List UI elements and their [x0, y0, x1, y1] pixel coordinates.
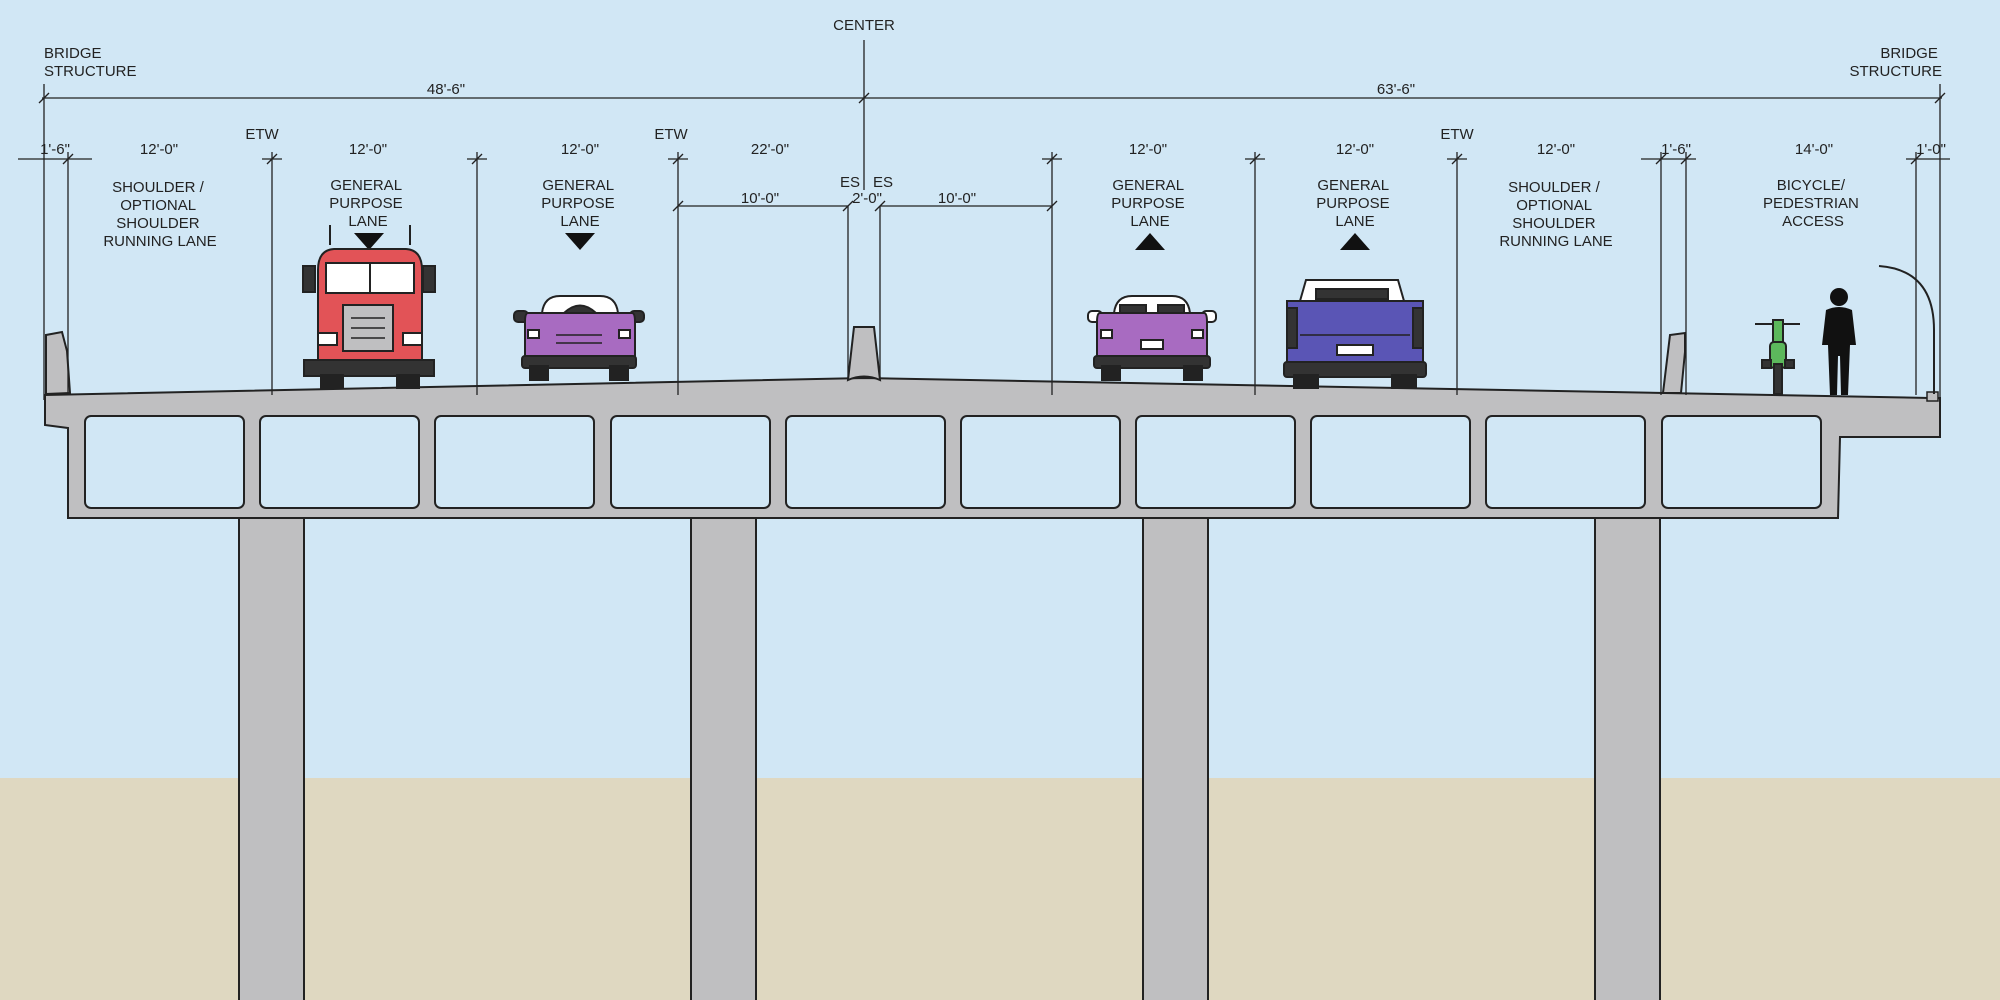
- direction-arrow-up-icon: [1135, 233, 1165, 250]
- dimension-tick: [1046, 200, 1058, 212]
- deck-cells: [84, 415, 1822, 509]
- lane-width-label: 12'-0": [561, 141, 599, 158]
- deck-cell: [1135, 415, 1296, 509]
- deck-cell: [259, 415, 420, 509]
- deck-cell: [434, 415, 595, 509]
- lane-width-label: 12'-0": [1129, 141, 1167, 158]
- deck-cell: [84, 415, 245, 509]
- bicycle-icon: [1755, 319, 1800, 395]
- deck-cell: [1310, 415, 1471, 509]
- lane-width-label: 12'-0": [1537, 141, 1575, 158]
- left-bridge-structure-label: BRIDGE STRUCTURE: [44, 45, 137, 80]
- etw-label: ETW: [654, 126, 688, 143]
- lane-width-label: 1'-0": [1916, 141, 1946, 158]
- right-rail-post: [1926, 391, 1939, 402]
- etw-label: ETW: [1440, 126, 1474, 143]
- light-pole: [1878, 265, 1935, 394]
- median-barrier: [846, 326, 882, 382]
- pier: [238, 517, 305, 1000]
- right-shoulder-label: SHOULDER / OPTIONAL SHOULDER RUNNING LAN…: [1499, 179, 1612, 250]
- pickup-truck-icon: [1283, 279, 1427, 389]
- lane-width-label: 12'-0": [1336, 141, 1374, 158]
- bike-ped-label: BICYCLE/ PEDESTRIAN ACCESS: [1763, 177, 1863, 230]
- ground: [0, 778, 2000, 1000]
- dimension-lines: [18, 40, 1950, 400]
- es-right-label: ES: [873, 174, 893, 191]
- overall-right-width: 63'-6": [1377, 81, 1415, 98]
- gp-lane-1-label: GENERAL PURPOSE LANE: [329, 177, 407, 230]
- gp-lane-3-label: GENERAL PURPOSE LANE: [1111, 177, 1189, 230]
- deck-cell: [610, 415, 771, 509]
- lane-width-label: 12'-0": [140, 141, 178, 158]
- pier: [1594, 517, 1661, 1000]
- deck-cell: [1485, 415, 1646, 509]
- left-barrier: [45, 330, 72, 396]
- deck-cell: [1661, 415, 1822, 509]
- lane-width-label: 12'-0": [349, 141, 387, 158]
- dimension-tick: [858, 92, 870, 104]
- gp-lane-2-label: GENERAL PURPOSE LANE: [541, 177, 619, 230]
- car-icon: [513, 295, 645, 381]
- direction-arrow-down-icon: [565, 233, 595, 250]
- median-barrier-width: 2'-0": [852, 190, 882, 207]
- median-right-width: 10'-0": [938, 190, 976, 207]
- es-left-label: ES: [840, 174, 860, 191]
- pier: [1142, 517, 1209, 1000]
- pier: [690, 517, 757, 1000]
- deck-cell: [785, 415, 946, 509]
- etw-label: ETW: [245, 126, 279, 143]
- right-barrier: [1661, 331, 1686, 394]
- median-left-width: 10'-0": [741, 190, 779, 207]
- lane-width-label: 14'-0": [1795, 141, 1833, 158]
- lane-width-label: 1'-6": [40, 141, 70, 158]
- gp-lane-4-label: GENERAL PURPOSE LANE: [1316, 177, 1394, 230]
- lane-width-label: 1'-6": [1661, 141, 1691, 158]
- overall-left-width: 48'-6": [427, 81, 465, 98]
- car-icon: [1087, 295, 1217, 381]
- dimension-tick: [672, 200, 684, 212]
- right-bridge-structure-label: BRIDGE STRUCTURE: [1850, 45, 1943, 80]
- direction-arrow-down-icon: [354, 233, 384, 250]
- truck-icon: [302, 225, 436, 389]
- pedestrian-icon: [1822, 288, 1856, 395]
- direction-arrow-up-icon: [1340, 233, 1370, 250]
- lane-width-label: 22'-0": [751, 141, 789, 158]
- deck-cell: [960, 415, 1121, 509]
- center-label: CENTER: [833, 17, 895, 34]
- left-shoulder-label: SHOULDER / OPTIONAL SHOULDER RUNNING LAN…: [103, 179, 216, 250]
